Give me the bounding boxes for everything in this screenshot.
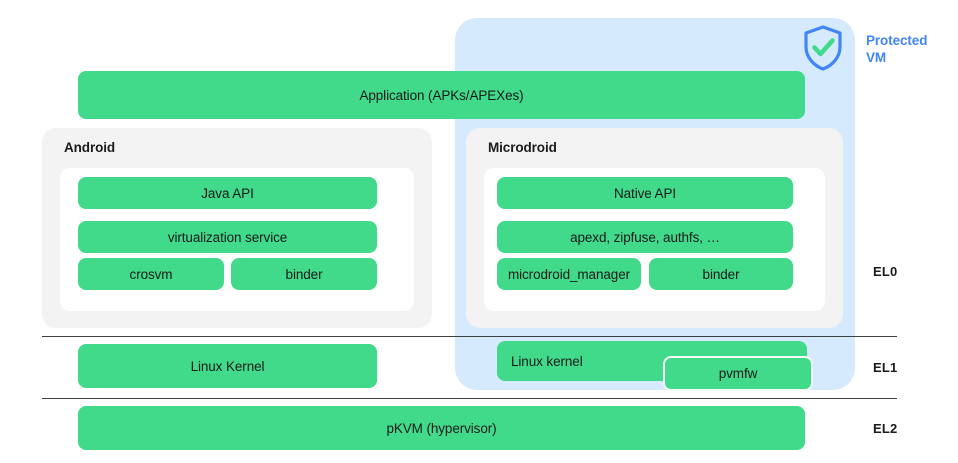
microdroid-services-block: apexd, zipfuse, authfs, … (497, 221, 793, 253)
android-panel-title: Android (64, 140, 116, 155)
protected-vm-label-line1: Protected (866, 33, 928, 48)
microdroid-binder-block: binder (649, 258, 793, 290)
el1-el2-divider (42, 398, 897, 400)
pvmfw-block: pvmfw (663, 356, 813, 391)
microdroid-manager-block: microdroid_manager (497, 258, 641, 290)
microdroid-panel-title: Microdroid (488, 140, 557, 155)
protected-vm-label: Protected VM (866, 32, 952, 66)
android-crosvm-block: crosvm (78, 258, 224, 290)
android-java-api-block: Java API (78, 177, 377, 209)
pkvm-hypervisor-block: pKVM (hypervisor) (78, 406, 805, 450)
application-block: Application (APKs/APEXes) (78, 71, 805, 119)
android-virtualization-service-block: virtualization service (78, 221, 377, 253)
exception-level-el2-label: EL2 (873, 421, 898, 436)
exception-level-el0-label: EL0 (873, 264, 898, 279)
android-linux-kernel-block: Linux Kernel (78, 344, 377, 388)
protected-vm-label-line2: VM (866, 50, 887, 65)
shield-check-icon (801, 24, 845, 72)
exception-level-el1-label: EL1 (873, 360, 898, 375)
android-binder-block: binder (231, 258, 377, 290)
el0-el1-divider (42, 336, 897, 338)
microdroid-native-api-block: Native API (497, 177, 793, 209)
